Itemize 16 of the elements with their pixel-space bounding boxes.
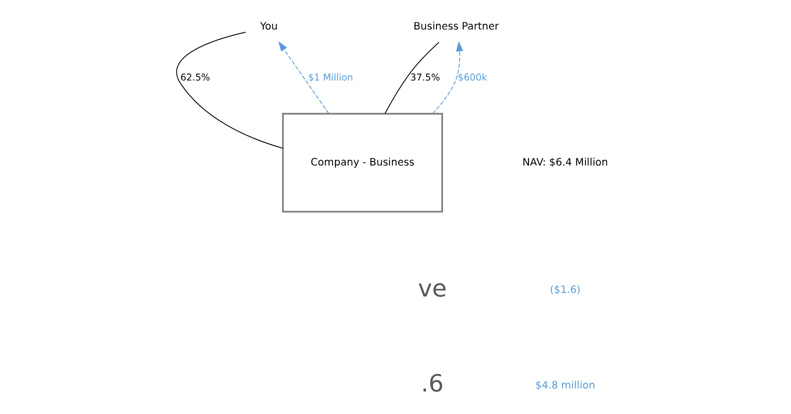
label: ve bbox=[418, 274, 447, 302]
edge-label: $1 Million bbox=[308, 72, 354, 84]
connector bbox=[176, 32, 284, 149]
label: NAV: $6.4 Million bbox=[522, 157, 608, 168]
node-text: Business Partner bbox=[414, 22, 499, 33]
arrow bbox=[432, 41, 464, 114]
node-box: Company - Business bbox=[282, 112, 444, 213]
connector bbox=[384, 42, 440, 114]
node-text: You bbox=[260, 22, 278, 33]
label: .6 bbox=[420, 370, 444, 398]
edge-label: 62.5% bbox=[180, 72, 210, 84]
edge-label: $600k bbox=[458, 72, 488, 84]
edge-label: 37.5% bbox=[410, 72, 440, 84]
arrow bbox=[278, 41, 330, 114]
label: $4.8 million bbox=[535, 380, 596, 392]
label: ($1.6) bbox=[550, 285, 581, 296]
